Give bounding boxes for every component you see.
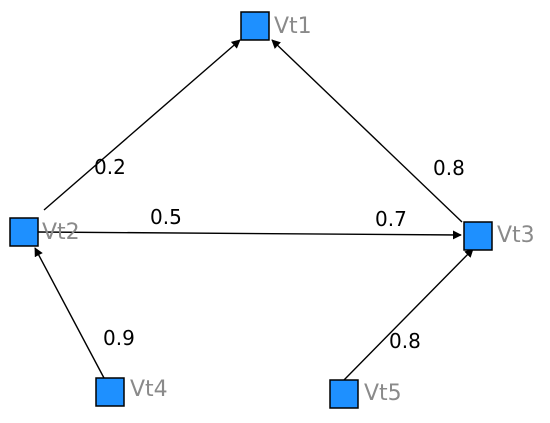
- node-vt2-label: Vt2: [42, 220, 80, 245]
- node-vt1[interactable]: Vt1: [240, 11, 312, 41]
- edge-vt4-vt2-weight: 0.9: [103, 326, 135, 350]
- edge-vt4-vt2: 0.9: [34, 247, 135, 379]
- node-vt1-square-icon: [240, 11, 270, 41]
- node-vt4-label: Vt4: [130, 377, 168, 402]
- edge-vt2-vt3: 0.5 0.7: [37, 205, 462, 240]
- node-vt5-label: Vt5: [364, 381, 402, 406]
- node-vt3-label: Vt3: [497, 223, 535, 248]
- edge-vt2-vt1-line: [43, 39, 241, 211]
- node-vt5[interactable]: Vt5: [329, 379, 402, 409]
- edge-vt3-vt1: 0.8: [271, 39, 465, 223]
- edge-vt5-vt3-line: [343, 248, 474, 381]
- edge-vt5-vt3: 0.8: [343, 248, 474, 381]
- edge-vt2-vt3-line: [37, 230, 462, 240]
- node-vt5-square-icon: [329, 379, 359, 409]
- edge-vt2-vt1: 0.2: [43, 39, 241, 211]
- node-vt3[interactable]: Vt3: [463, 221, 535, 251]
- edge-vt4-vt2-line: [34, 247, 105, 379]
- edge-vt2-vt3-weight-end: 0.7: [375, 207, 407, 231]
- node-vt2-square-icon: [9, 217, 39, 247]
- edge-vt2-vt3-weight-start: 0.5: [150, 205, 182, 229]
- edge-vt3-vt1-line: [271, 39, 463, 223]
- node-vt2[interactable]: Vt2: [9, 217, 80, 247]
- node-vt4-square-icon: [95, 377, 125, 407]
- edge-vt2-vt1-weight: 0.2: [94, 155, 126, 179]
- node-vt4[interactable]: Vt4: [95, 377, 168, 407]
- node-vt3-square-icon: [463, 221, 493, 251]
- edge-vt5-vt3-weight: 0.8: [389, 329, 421, 353]
- node-vt1-label: Vt1: [274, 14, 312, 39]
- edge-vt3-vt1-weight: 0.8: [433, 156, 465, 180]
